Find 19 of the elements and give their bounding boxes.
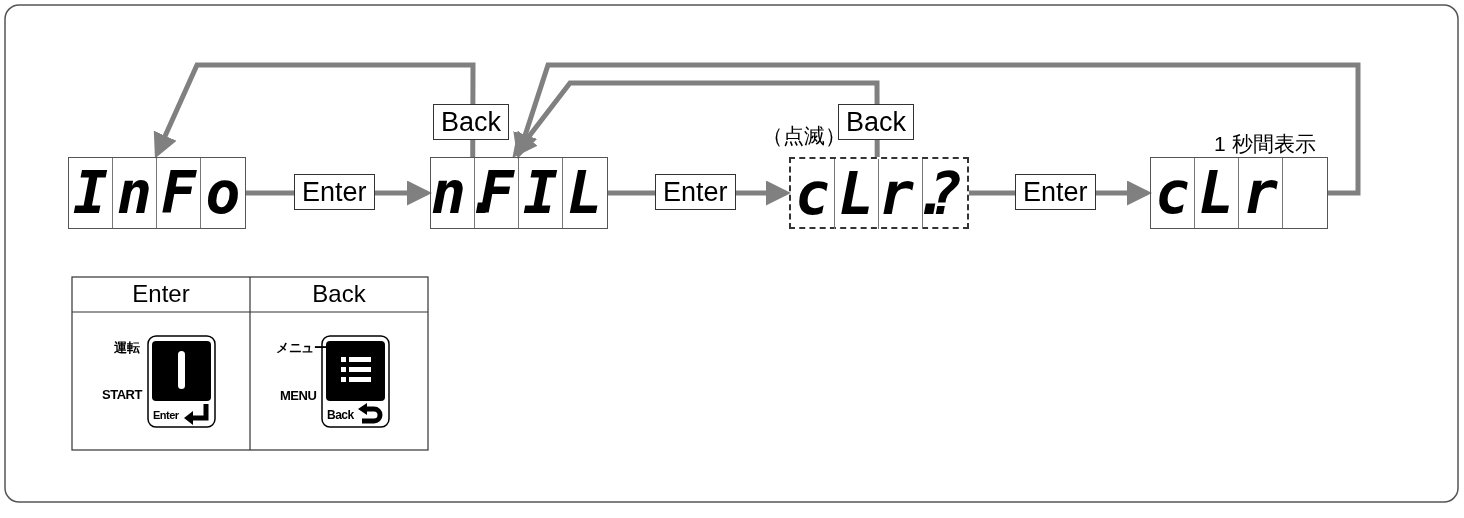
key-label: Back <box>838 104 915 140</box>
duration-note: 1 秒間表示 <box>1214 131 1316 157</box>
key-label: Enter <box>655 174 736 210</box>
button-caption: START <box>102 387 142 402</box>
arrow <box>153 62 476 159</box>
table-header: Back <box>311 280 367 308</box>
display-readout: InFo <box>69 158 245 228</box>
display-readout: cLr.? <box>791 159 967 227</box>
button-caption: MENU <box>280 388 317 403</box>
table-header: Enter <box>131 280 191 308</box>
key-label: Back <box>433 104 510 140</box>
arrow <box>512 80 880 158</box>
button-caption: 運転 <box>114 339 139 357</box>
key-legend-text: Back <box>327 408 354 422</box>
arrow <box>513 62 1361 196</box>
key-label: Enter <box>1015 174 1096 210</box>
key-legend-text: Enter <box>153 409 179 421</box>
button-caption: メニュー <box>276 339 326 357</box>
key-label: Enter <box>294 174 375 210</box>
